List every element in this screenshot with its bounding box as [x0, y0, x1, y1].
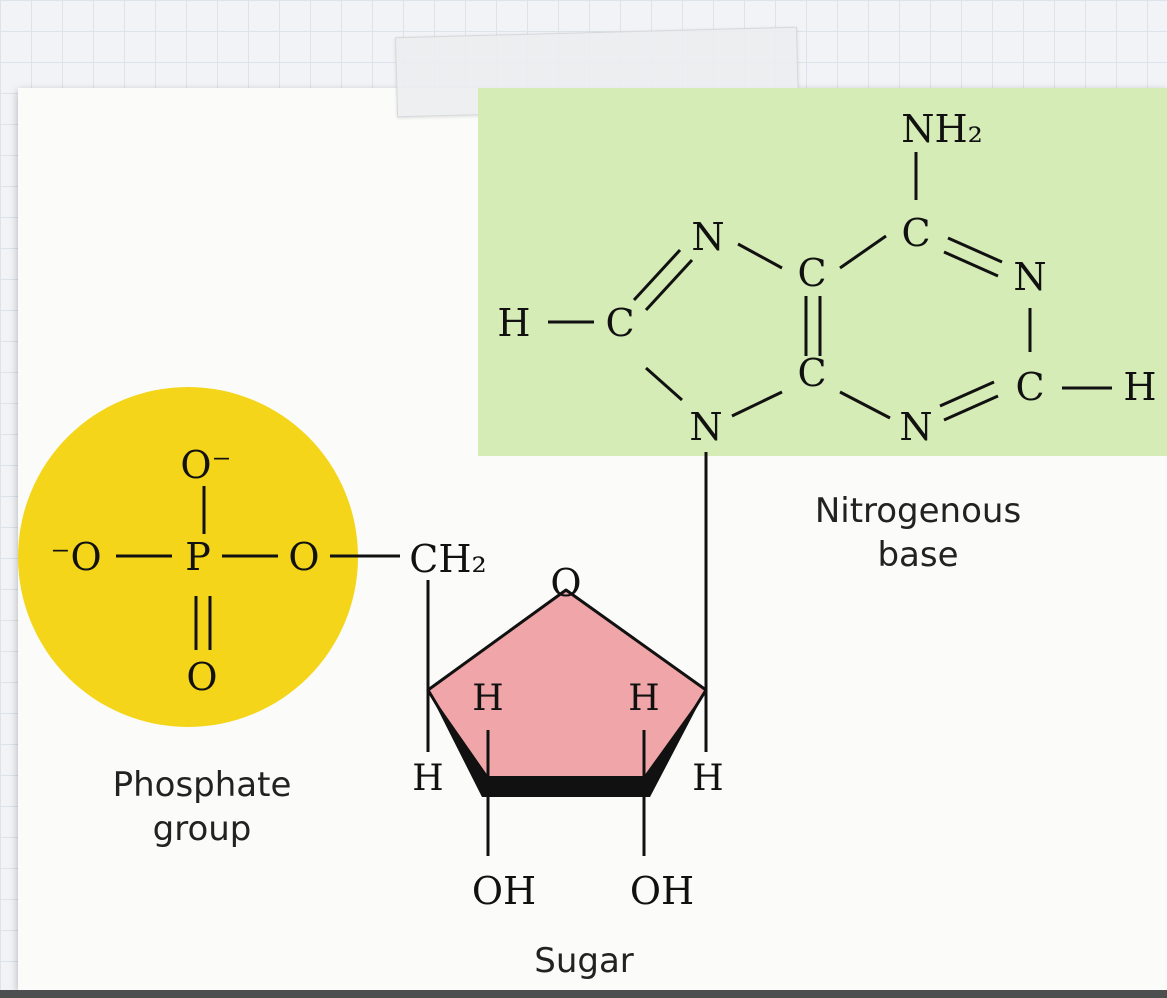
- amino-group: NH₂: [901, 107, 983, 151]
- atom-c8: C: [605, 301, 634, 345]
- atom-o-bottom: O: [186, 655, 217, 699]
- atom-p: P: [185, 535, 211, 579]
- bonds: [116, 152, 1112, 856]
- base-label-line1: Nitrogenous: [815, 491, 1021, 531]
- atom-n1: N: [1013, 255, 1046, 299]
- atom-h-in-right: H: [628, 678, 659, 719]
- atom-ring-o: O: [550, 561, 581, 605]
- atom-h-out-left: H: [412, 758, 443, 799]
- hydroxyl-left: OH: [472, 869, 536, 913]
- sugar-label: Sugar: [534, 941, 634, 981]
- base-highlight: [478, 88, 1167, 456]
- atom-n9: N: [689, 405, 722, 449]
- atom-c2: C: [1015, 365, 1044, 409]
- atom-c4: C: [797, 351, 826, 395]
- atom-o-right: O: [288, 535, 319, 579]
- atom-n3: N: [899, 405, 932, 449]
- base-label-line2: base: [877, 535, 958, 575]
- atom-c6: C: [901, 211, 930, 255]
- atom-h-in-left: H: [472, 678, 503, 719]
- atom-n7: N: [691, 215, 724, 259]
- phosphate-label-line1: Phosphate: [113, 765, 292, 805]
- atom-h-c8: H: [497, 301, 530, 345]
- atom-h-out-right: H: [692, 758, 723, 799]
- atom-o-left: ⁻O: [50, 535, 101, 579]
- phosphate-circle: [18, 387, 358, 727]
- phosphate-label-line2: group: [153, 809, 252, 849]
- atom-h-c2: H: [1123, 365, 1156, 409]
- atom-c5: C: [797, 251, 826, 295]
- hydroxyl-right: OH: [630, 869, 694, 913]
- atom-o-top: O⁻: [180, 443, 231, 487]
- bottom-bar: [0, 990, 1167, 998]
- ch2-group: CH₂: [409, 537, 486, 581]
